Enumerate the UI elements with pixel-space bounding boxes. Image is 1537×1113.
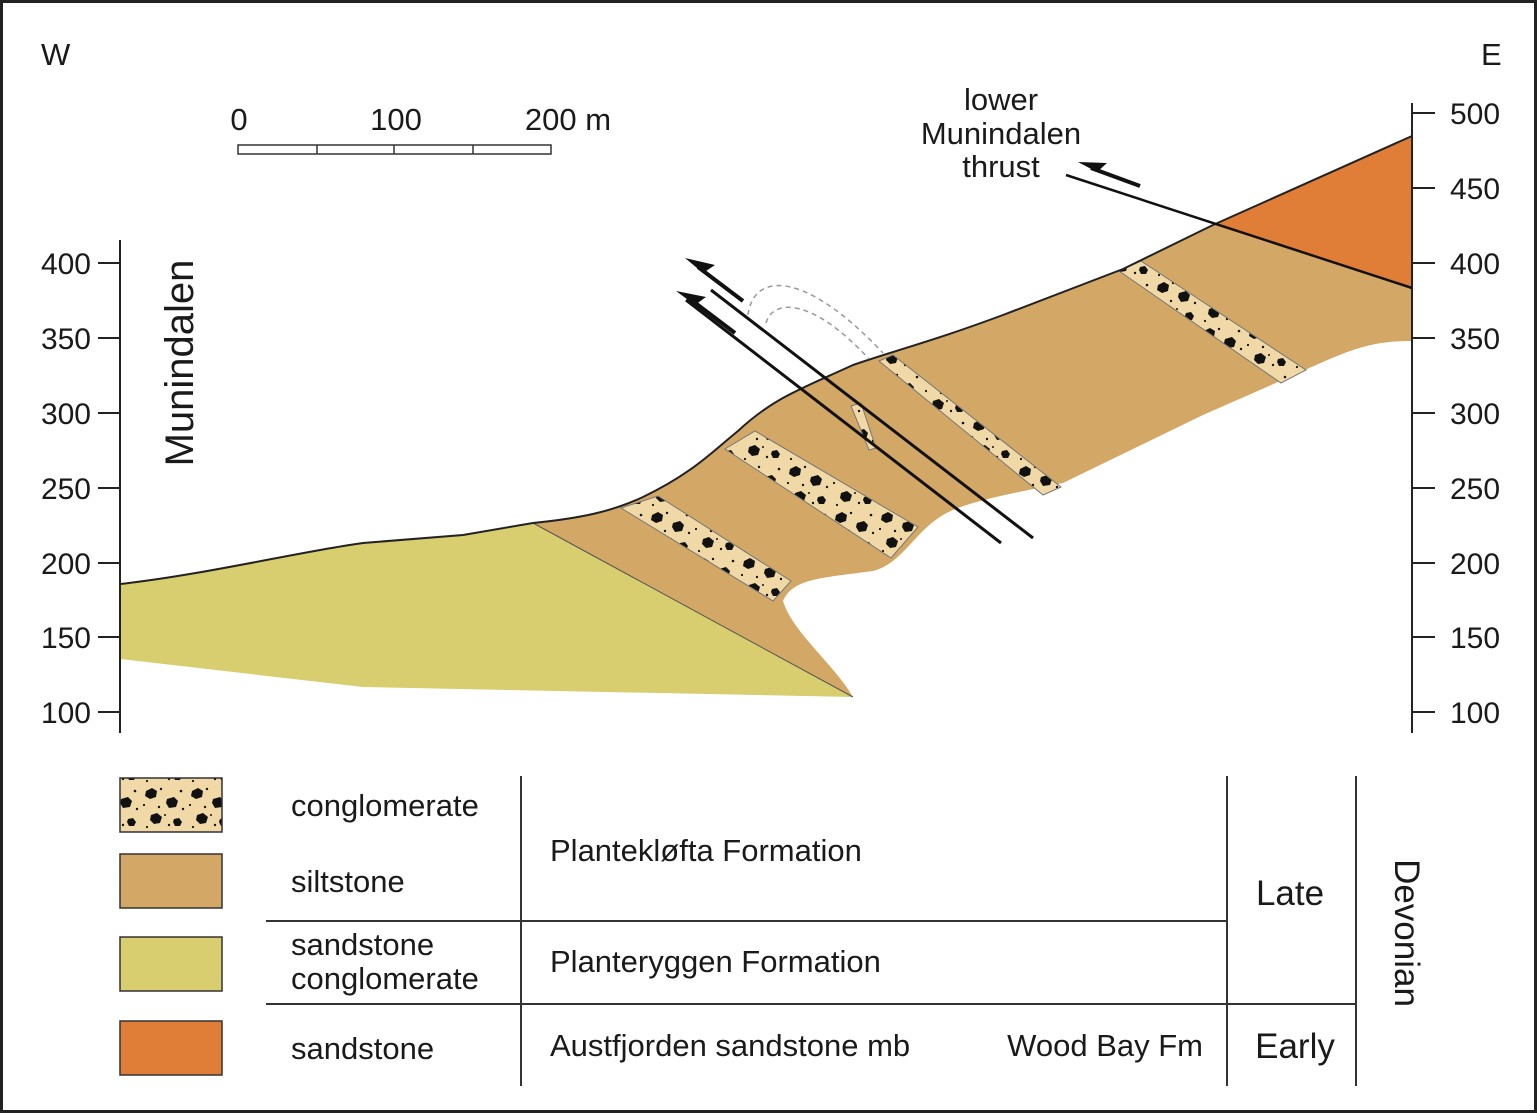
legend-label-sandstone-2: sandstone bbox=[291, 1031, 434, 1066]
thrust-label-line1: lower bbox=[964, 82, 1038, 117]
right-tick-250: 250 bbox=[1450, 473, 1500, 506]
formation-wood-bay: Wood Bay Fm bbox=[1007, 1028, 1203, 1063]
east-label: E bbox=[1481, 37, 1502, 72]
right-tick-150: 150 bbox=[1450, 622, 1500, 655]
right-elevation-axis bbox=[1411, 103, 1435, 733]
right-tick-400: 400 bbox=[1450, 248, 1500, 281]
conglomerate-bed bbox=[619, 495, 792, 602]
legend-label-conglomerate: conglomerate bbox=[291, 788, 479, 823]
formation-plantekloefta: Plantekløfta Formation bbox=[550, 833, 862, 868]
right-tick-300: 300 bbox=[1450, 398, 1500, 431]
left-tick-300: 300 bbox=[41, 398, 91, 431]
unit-contact bbox=[532, 522, 854, 698]
left-tick-150: 150 bbox=[41, 622, 91, 655]
scale-label-0: 0 bbox=[230, 102, 247, 137]
formation-planteryggen: Planteryggen Formation bbox=[550, 944, 881, 979]
scale-label-200: 200 m bbox=[525, 102, 611, 137]
legend: conglomerate siltstone sandstone conglom… bbox=[119, 776, 1426, 1086]
legend-swatch-siltstone bbox=[119, 853, 223, 909]
scale-bar: 0 100 200 m bbox=[230, 102, 611, 155]
left-tick-350: 350 bbox=[41, 323, 91, 356]
legend-swatch-conglomerate bbox=[119, 777, 223, 833]
right-tick-200: 200 bbox=[1450, 548, 1500, 581]
legend-label-conglomerate-2: conglomerate bbox=[291, 961, 479, 996]
left-tick-250: 250 bbox=[41, 473, 91, 506]
thrust-label-line3: thrust bbox=[962, 149, 1040, 184]
sandstone-unit bbox=[1213, 136, 1412, 288]
right-tick-500: 500 bbox=[1450, 98, 1500, 131]
right-tick-350: 350 bbox=[1450, 323, 1500, 356]
topographic-surface bbox=[119, 135, 1413, 585]
left-tick-200: 200 bbox=[41, 548, 91, 581]
conglomerate-bed bbox=[878, 354, 1062, 496]
right-tick-450: 450 bbox=[1450, 173, 1500, 206]
thrust-faults bbox=[676, 162, 1413, 545]
legend-swatch-sandstone-conglomerate bbox=[119, 936, 223, 992]
period-devonian: Devonian bbox=[1387, 859, 1426, 1007]
formation-austfjorden: Austfjorden sandstone mb bbox=[550, 1028, 910, 1063]
scale-label-100: 100 bbox=[370, 102, 422, 137]
eroded-fold-trace bbox=[747, 285, 884, 354]
conglomerate-bed bbox=[724, 430, 919, 559]
epoch-late: Late bbox=[1256, 874, 1324, 913]
legend-label-sandstone: sandstone bbox=[291, 927, 434, 962]
west-label: W bbox=[41, 37, 71, 72]
cross-section-svg: W E 0 100 200 m lower Munindalen thrust bbox=[41, 37, 1502, 1086]
legend-swatch-sandstone bbox=[119, 1020, 223, 1076]
left-tick-100: 100 bbox=[41, 697, 91, 730]
legend-table-lines bbox=[266, 776, 1357, 1086]
valley-label: Munindalen bbox=[158, 260, 202, 467]
epoch-early: Early bbox=[1255, 1027, 1335, 1066]
sandstone-conglomerate-unit bbox=[120, 523, 853, 697]
right-tick-100: 100 bbox=[1450, 697, 1500, 730]
eroded-fold-trace bbox=[765, 306, 870, 360]
thrust-label-line2: Munindalen bbox=[921, 116, 1081, 151]
legend-label-siltstone: siltstone bbox=[291, 864, 405, 899]
left-elevation-axis bbox=[98, 240, 121, 733]
left-tick-400: 400 bbox=[41, 248, 91, 281]
